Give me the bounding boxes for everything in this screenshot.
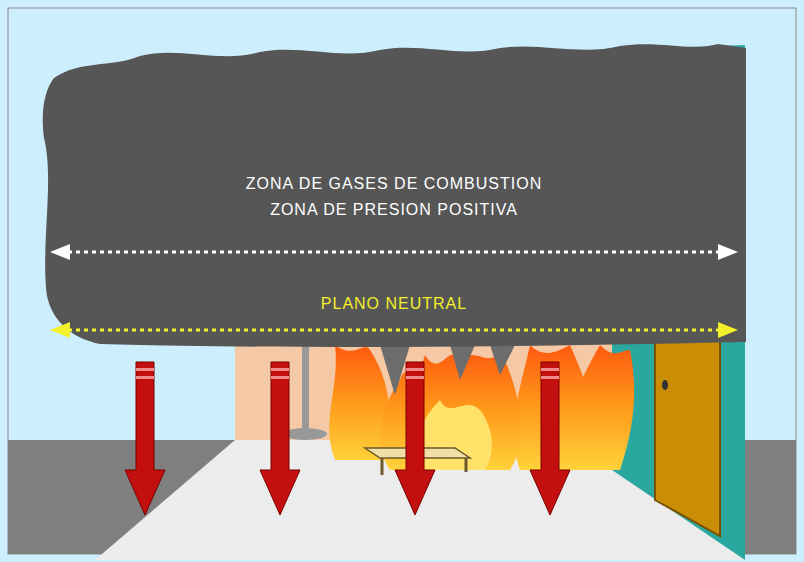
pressure-arrow bbox=[125, 362, 165, 515]
smoke-layer: ZONA DE GASES DE COMBUSTION ZONA DE PRESI… bbox=[40, 38, 748, 348]
flames bbox=[329, 345, 634, 470]
pressure-arrow bbox=[395, 362, 435, 515]
arrow-stripe bbox=[406, 368, 424, 371]
arrow-stripe bbox=[541, 376, 559, 379]
pressure-arrow bbox=[260, 362, 300, 515]
door bbox=[655, 328, 720, 536]
lamp-base bbox=[283, 428, 327, 440]
level-arrowhead bbox=[718, 322, 738, 338]
neutral-plane-label: PLANO NEUTRAL bbox=[40, 295, 748, 313]
arrow-stripe bbox=[136, 376, 154, 379]
level-arrowhead bbox=[50, 244, 70, 260]
level-arrowhead bbox=[718, 244, 738, 260]
dotted-level-line bbox=[68, 251, 720, 254]
door-knob bbox=[662, 380, 668, 390]
zone-label: ZONA DE GASES DE COMBUSTION bbox=[40, 175, 748, 193]
pressure-arrows bbox=[125, 362, 570, 515]
arrow-stripe bbox=[271, 376, 289, 379]
arrow-stripe bbox=[271, 368, 289, 371]
arrow-stripe bbox=[541, 368, 559, 371]
lamp-pole bbox=[302, 340, 309, 435]
dotted-level-line bbox=[68, 329, 720, 332]
pressure-arrow bbox=[530, 362, 570, 515]
frame bbox=[8, 8, 796, 554]
arrow-stripe bbox=[136, 368, 154, 371]
level-arrowhead bbox=[50, 322, 70, 338]
arrow-stripe bbox=[406, 376, 424, 379]
zone-label: ZONA DE PRESION POSITIVA bbox=[40, 201, 748, 219]
